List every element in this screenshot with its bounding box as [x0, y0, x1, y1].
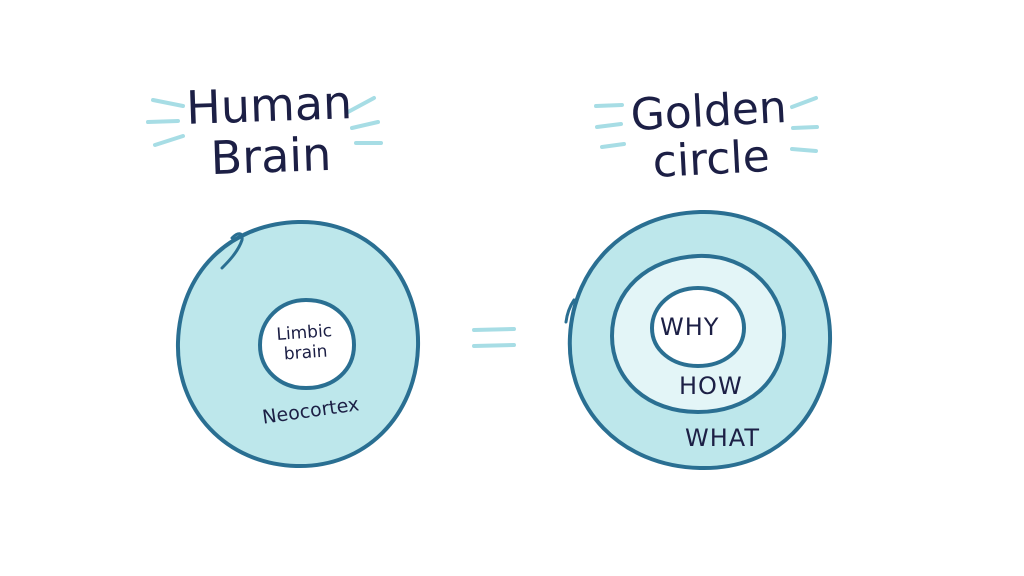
- emphasis-line: [791, 125, 819, 130]
- what-circle-stroke-tail: [564, 298, 576, 324]
- human-brain-diagram: [175, 219, 421, 469]
- limbic-brain-circle: [257, 297, 357, 391]
- title-line: Human: [185, 75, 353, 135]
- left-title-emphasis-lines: [146, 96, 383, 147]
- why-circle: [649, 285, 747, 369]
- emphasis-line: [153, 134, 185, 147]
- equals-bar-top: [472, 327, 516, 332]
- emphasis-line: [594, 103, 624, 108]
- equals-bar-bottom: [472, 343, 516, 348]
- golden-circle-title: Golden circle: [608, 81, 813, 190]
- why-label: WHY: [660, 313, 720, 341]
- title-line: Golden: [629, 81, 788, 142]
- right-title-emphasis-lines: [594, 96, 819, 153]
- emphasis-line: [600, 142, 626, 149]
- emphasis-line: [790, 147, 818, 153]
- equals-sign: [472, 327, 516, 348]
- human-brain-title: Human Brain: [173, 75, 366, 185]
- golden-circle-diagram: [564, 209, 833, 471]
- limbic-brain-label: Limbic brain: [259, 321, 352, 366]
- emphasis-line: [146, 119, 180, 124]
- emphasis-line: [790, 96, 818, 109]
- how-label: HOW: [679, 372, 743, 400]
- emphasis-line: [350, 120, 380, 130]
- emphasis-line: [346, 96, 376, 114]
- title-line: Brain: [209, 126, 333, 185]
- emphasis-line: [151, 98, 185, 108]
- what-label: WHAT: [685, 424, 760, 452]
- emphasis-line: [595, 122, 623, 129]
- neocortex-stroke-tail: [220, 232, 244, 270]
